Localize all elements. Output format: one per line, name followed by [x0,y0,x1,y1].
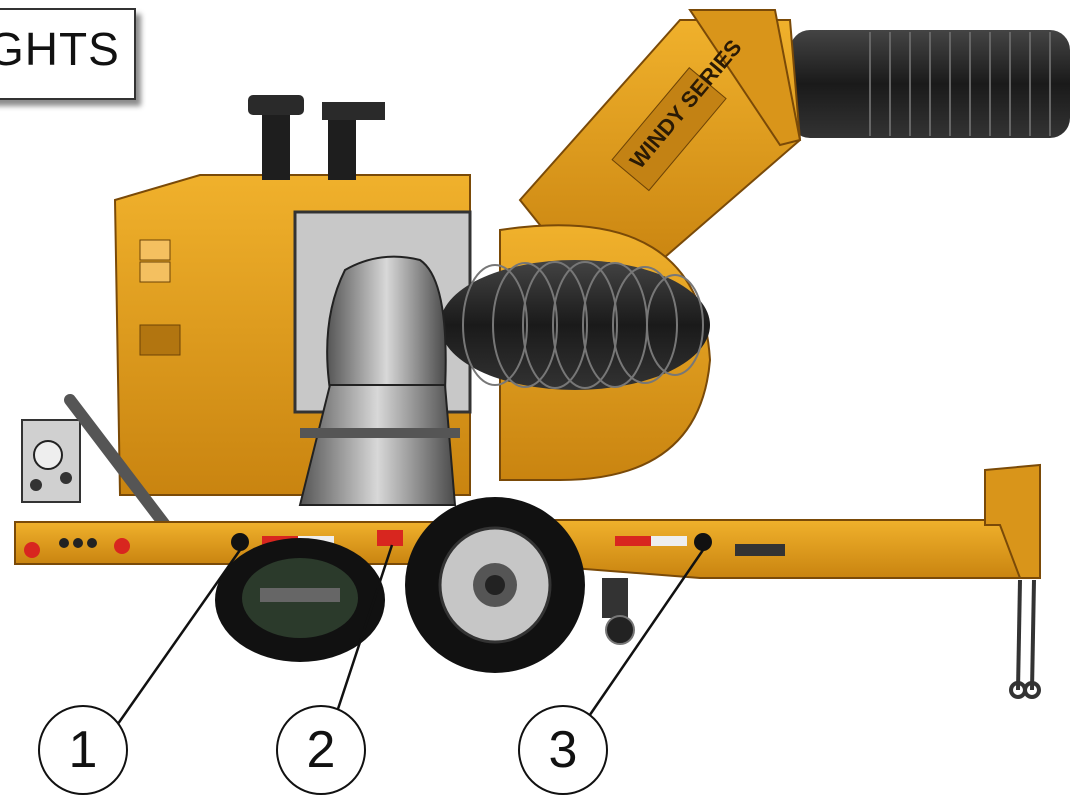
suction-hose-coil [440,260,710,390]
rear-wheel [215,538,385,662]
intake-duct [298,255,460,506]
callout-3: 3 [518,705,608,795]
section-label-box: GHTS [0,8,136,100]
handle-bar [64,394,171,531]
discharge-hose [790,30,1070,138]
leader-line-2 [333,544,394,719]
trailer-frame [14,463,1041,579]
discharge-chute: WINDY SERIES [518,9,802,272]
section-label: GHTS [0,23,120,75]
control-panel [21,419,81,503]
rear-lights [24,538,130,558]
leader-line-1 [106,549,242,739]
exhaust-stacks [248,95,385,180]
callout-2: 2 [276,705,366,795]
jack-stand [602,578,635,645]
leader-line-3 [583,549,705,723]
marker-lights [231,530,712,551]
callout-1: 1 [38,705,128,795]
front-wheel [405,497,585,673]
safety-chains [1009,579,1041,699]
leader-lines [106,544,705,739]
